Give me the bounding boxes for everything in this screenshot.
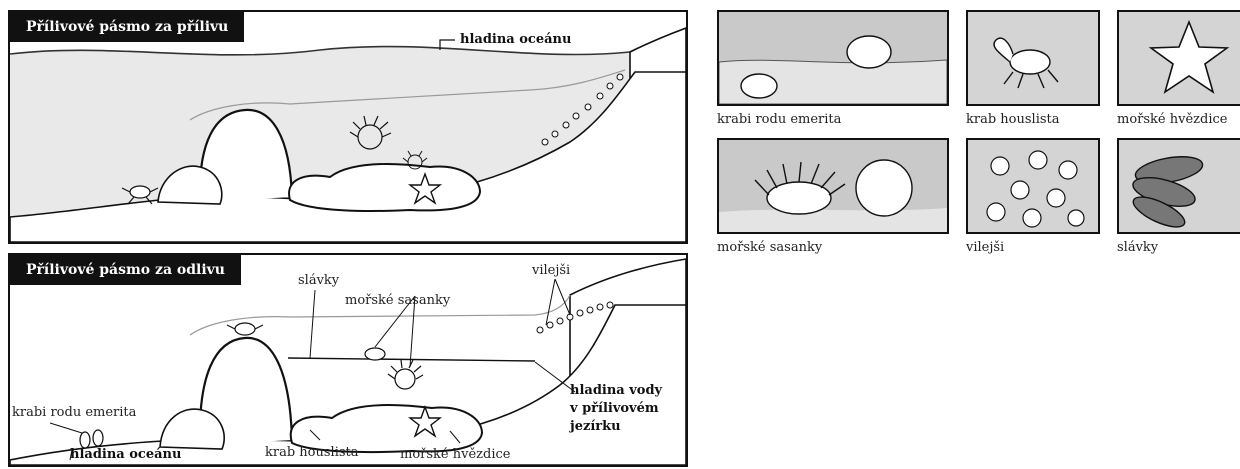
- low-tide-title: Přílivové pásmo za odlivu: [10, 255, 241, 285]
- legend-caption-fiddler-crab: krab houslista: [966, 112, 1060, 127]
- legend-caption-sea-stars: mořské hvězdice: [1117, 112, 1227, 127]
- legend-caption-sea-anemones: mořské sasanky: [717, 240, 822, 255]
- anemone-closed-low: [365, 348, 385, 360]
- legend-thumb-mussels: [1117, 138, 1240, 234]
- leader-mussels: [310, 290, 315, 358]
- high-tide-ocean-label: hladina oceánu: [460, 32, 571, 47]
- label-sea-anemones: mořské sasanky: [345, 293, 450, 308]
- legend-caption-barnacles: vilejši: [966, 240, 1004, 255]
- label-pool-water-1: hladina vody: [570, 383, 662, 398]
- label-mole-crabs: krabi rodu emerita: [12, 405, 136, 420]
- label-pool-water-2: v přílivovém: [570, 401, 659, 416]
- legend-caption-mole-crabs: krabi rodu emerita: [717, 112, 841, 127]
- legend-thumb-mole-crabs: [717, 10, 949, 106]
- legend-caption-mussels: slávky: [1117, 240, 1158, 255]
- label-pool-water-3: jezírku: [570, 419, 621, 434]
- label-mussels: slávky: [298, 273, 339, 288]
- mole-crabs-low: [80, 430, 103, 448]
- high-tide-scene: [10, 12, 686, 242]
- leader-barnacles: [546, 279, 570, 325]
- legend-thumb-sea-stars: [1117, 10, 1240, 106]
- pool-water-line: [288, 358, 535, 361]
- legend-thumb-barnacles: [966, 138, 1100, 234]
- label-sea-stars: mořské hvězdice: [400, 447, 510, 462]
- crab-on-arch: [227, 323, 263, 335]
- high-tide-title: Přílivové pásmo za přílivu: [10, 12, 244, 42]
- legend-thumb-fiddler-crab: [966, 10, 1100, 106]
- high-tide-panel: Přílivové pásmo za přílivu hladina oceán…: [8, 10, 688, 244]
- anemone-low: [388, 360, 423, 389]
- label-fiddler-crab: krab houslista: [265, 445, 359, 460]
- label-ocean-surface: hladina oceánu: [70, 447, 181, 462]
- leader-mole-crabs: [50, 423, 82, 433]
- legend-thumb-sea-anemones: [717, 138, 949, 234]
- label-barnacles: vilejši: [532, 263, 570, 278]
- low-tide-panel: Přílivové pásmo za odlivu slávky mořské …: [8, 253, 688, 467]
